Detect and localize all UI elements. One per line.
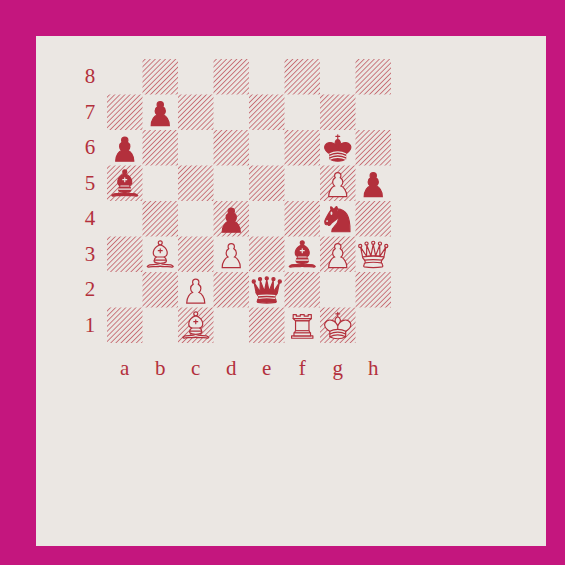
black-king	[325, 135, 351, 162]
file-label: a	[120, 358, 129, 379]
file-label: e	[262, 358, 271, 379]
dark-square	[178, 237, 214, 273]
dark-square	[143, 201, 179, 237]
rank-label: 2	[85, 279, 96, 300]
rank-label: 1	[85, 315, 96, 336]
dark-square	[356, 59, 392, 95]
dark-square	[107, 166, 143, 202]
rank-label: 8	[85, 66, 96, 87]
file-label: d	[226, 358, 237, 379]
dark-square	[178, 166, 214, 202]
dark-square	[107, 95, 143, 131]
file-label: f	[299, 358, 306, 379]
dark-square	[285, 130, 321, 166]
dark-square	[356, 272, 392, 308]
white-pawn	[329, 173, 347, 197]
dark-square	[320, 95, 356, 131]
rank-label: 6	[85, 137, 96, 158]
dark-square	[285, 59, 321, 95]
dark-square	[143, 59, 179, 95]
black-pawn	[222, 208, 240, 232]
dark-square	[249, 308, 285, 344]
dark-square	[320, 237, 356, 273]
dark-square	[320, 308, 356, 344]
black-bishop	[289, 241, 315, 267]
black-pawn	[151, 102, 169, 126]
black-pawn	[116, 137, 134, 161]
white-bishop	[147, 241, 173, 267]
white-king	[325, 312, 351, 339]
rank-label: 7	[85, 102, 96, 123]
dark-square	[214, 130, 250, 166]
white-queen	[359, 241, 388, 267]
white-rook	[292, 315, 313, 339]
white-pawn	[222, 244, 240, 268]
dark-square	[249, 166, 285, 202]
black-pawn	[364, 173, 382, 197]
paper	[36, 36, 546, 546]
dark-square	[178, 95, 214, 131]
dark-square	[285, 201, 321, 237]
dark-square	[249, 95, 285, 131]
rank-label: 4	[85, 208, 96, 229]
dark-square	[214, 201, 250, 237]
white-bishop	[183, 312, 209, 338]
rank-label: 3	[85, 244, 96, 265]
dark-square	[249, 237, 285, 273]
dark-square	[285, 272, 321, 308]
dark-square	[107, 308, 143, 344]
dark-square	[143, 130, 179, 166]
dark-square	[143, 272, 179, 308]
file-label: h	[368, 358, 379, 379]
dark-square	[178, 308, 214, 344]
dark-square	[356, 201, 392, 237]
black-queen	[252, 277, 281, 303]
dark-square	[214, 59, 250, 95]
black-knight	[325, 207, 350, 232]
file-label: b	[155, 358, 166, 379]
dark-square	[320, 166, 356, 202]
white-pawn	[329, 244, 347, 268]
dark-square	[107, 237, 143, 273]
white-pawn	[187, 279, 205, 303]
file-label: g	[333, 358, 344, 379]
dark-square	[356, 130, 392, 166]
rank-label: 5	[85, 173, 96, 194]
dark-square	[214, 272, 250, 308]
file-label: c	[191, 358, 200, 379]
black-bishop	[112, 170, 138, 196]
